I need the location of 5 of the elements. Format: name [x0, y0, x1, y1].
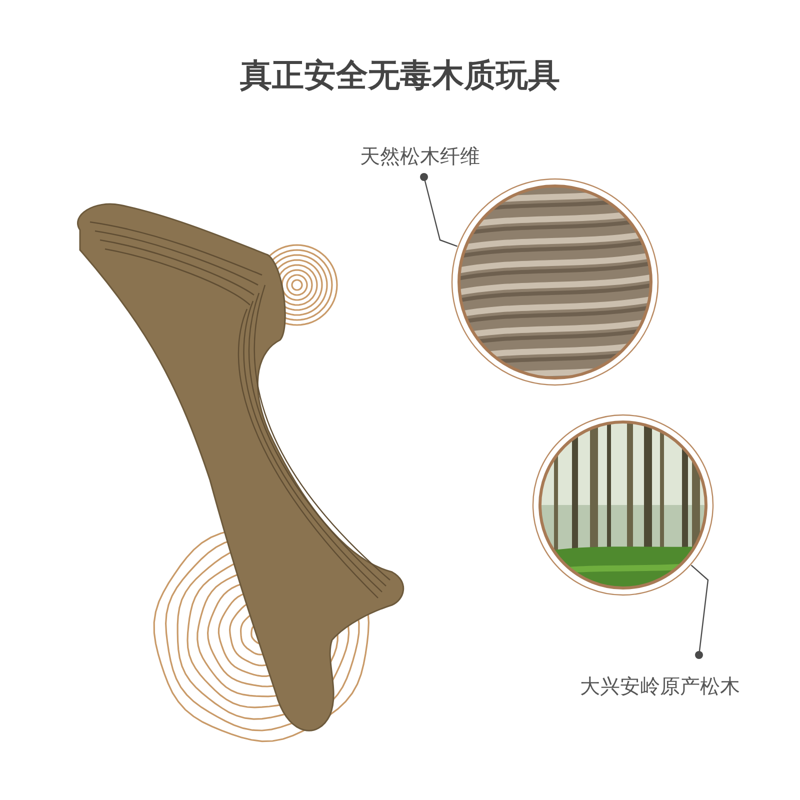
callout-label: 大兴安岭原产松木 [579, 674, 741, 698]
title: 真正安全无毒木质玩具 [239, 56, 561, 94]
leader-line [420, 173, 458, 247]
leader-line [690, 564, 709, 659]
callout-label: 天然松木纤维 [359, 144, 481, 168]
